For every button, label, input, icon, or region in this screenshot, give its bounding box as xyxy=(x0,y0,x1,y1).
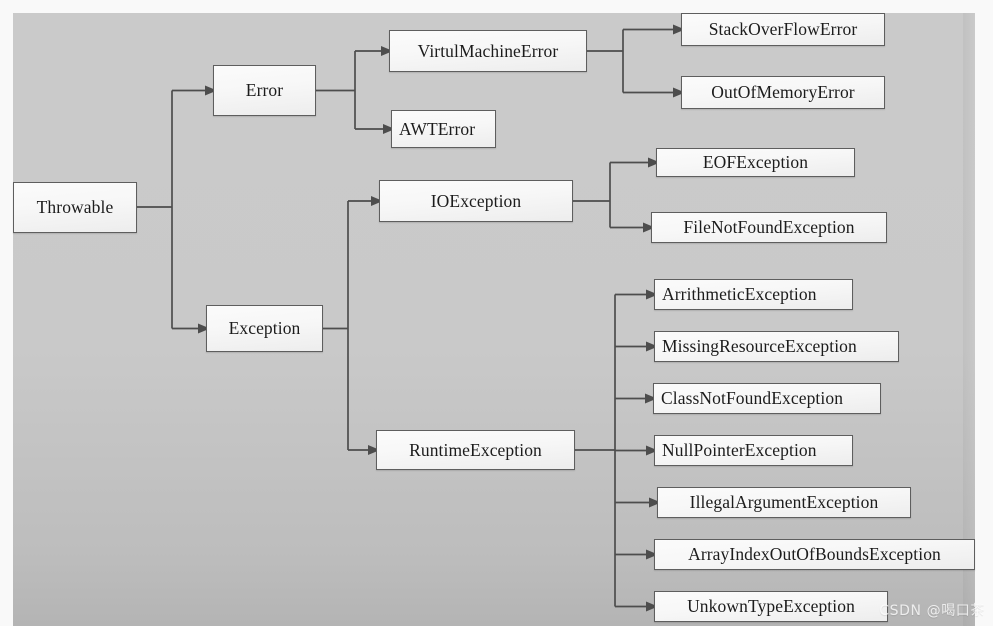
node-arrithmeticexception[interactable]: ArrithmeticException xyxy=(654,279,853,310)
node-label: FileNotFoundException xyxy=(683,217,855,237)
node-stackoverflowerror[interactable]: StackOverFlowError xyxy=(681,13,885,46)
node-throwable[interactable]: Throwable xyxy=(13,182,137,233)
node-label: RuntimeException xyxy=(409,439,542,460)
node-error[interactable]: Error xyxy=(213,65,316,116)
node-label: NullPointerException xyxy=(662,440,817,460)
node-label: IOException xyxy=(430,190,522,211)
node-label: ArrithmeticException xyxy=(662,284,817,304)
node-label: StackOverFlowError xyxy=(708,19,858,39)
node-label: ClassNotFoundException xyxy=(661,388,844,408)
node-label: ArrayIndexOutOfBoundsException xyxy=(688,544,941,564)
node-nullpointerexception[interactable]: NullPointerException xyxy=(654,435,853,466)
node-exception[interactable]: Exception xyxy=(206,305,323,352)
node-eofexception[interactable]: EOFException xyxy=(656,148,855,177)
node-unkowntypeexception[interactable]: UnkownTypeException xyxy=(654,591,888,622)
node-arrayindexoutofboundsexception[interactable]: ArrayIndexOutOfBoundsException xyxy=(654,539,975,570)
node-missingresourceexception[interactable]: MissingResourceException xyxy=(654,331,899,362)
node-label: VirtulMachineError xyxy=(417,40,559,61)
node-label: Exception xyxy=(228,318,301,338)
node-awterror[interactable]: AWTError xyxy=(391,110,496,148)
node-ioexception[interactable]: IOException xyxy=(379,180,573,222)
node-classnotfoundexception[interactable]: ClassNotFoundException xyxy=(653,383,881,414)
node-label: AWTError xyxy=(399,118,476,139)
node-label: OutOfMemoryError xyxy=(711,82,855,102)
node-filenotfoundexception[interactable]: FileNotFoundException xyxy=(651,212,887,243)
node-label: EOFException xyxy=(702,152,809,172)
node-label: Throwable xyxy=(36,197,114,217)
node-virtulmachineerror[interactable]: VirtulMachineError xyxy=(389,30,587,72)
node-label: IllegalArgumentException xyxy=(689,492,879,512)
node-label: Error xyxy=(245,80,284,100)
watermark: CSDN @喝口茶 xyxy=(879,603,985,619)
node-runtimeexception[interactable]: RuntimeException xyxy=(376,430,575,470)
node-outofmemoryerror[interactable]: OutOfMemoryError xyxy=(681,76,885,109)
node-label: MissingResourceException xyxy=(662,336,857,356)
node-label: UnkownTypeException xyxy=(687,596,855,616)
node-illegalargumentexception[interactable]: IllegalArgumentException xyxy=(657,487,911,518)
